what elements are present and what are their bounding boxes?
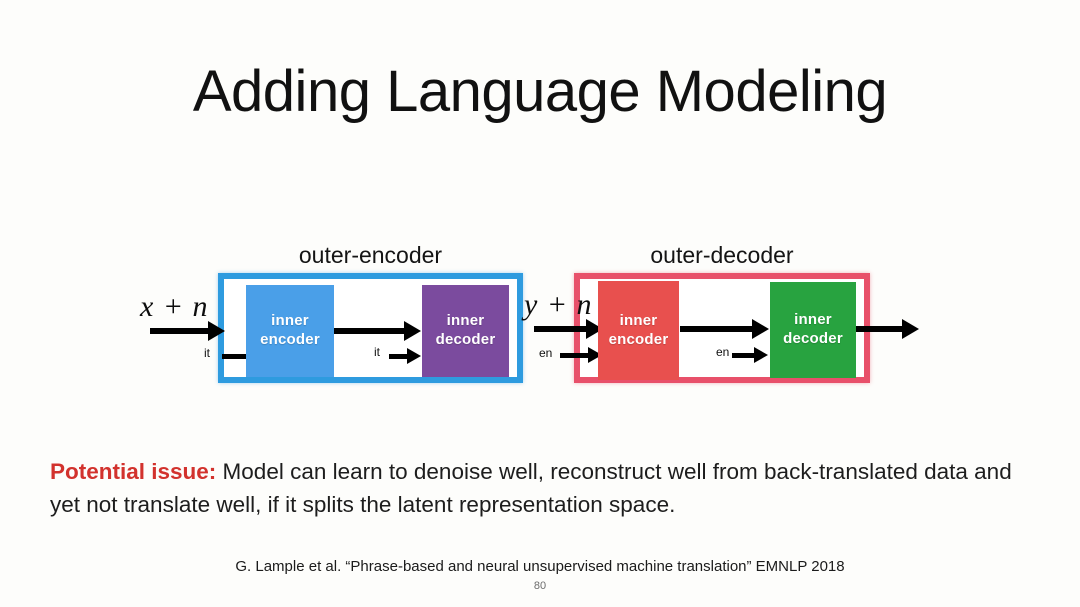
inner-decoder-left-line2: decoder <box>435 331 496 348</box>
input-label-y-plus-n: y + n <box>524 288 593 321</box>
token-label-en-mid: en <box>716 345 730 359</box>
outer-encoder-label: outer-encoder <box>298 242 443 268</box>
body-paragraph: Potential issue: Model can learn to deno… <box>50 455 1040 521</box>
inner-encoder-right-line1: inner <box>619 311 658 329</box>
inner-encoder-right-line2: encoder <box>608 330 669 348</box>
inner-decoder-right-line2: decoder <box>783 330 843 347</box>
inner-decoder-left-line1: inner <box>446 312 485 330</box>
inner-decoder-box-right: inner decoder <box>770 282 856 378</box>
inner-encoder-box-left: inner encoder <box>246 285 334 377</box>
inner-encoder-left-line1: inner <box>271 312 309 330</box>
input-label-x-plus-n: x + n <box>140 290 209 323</box>
token-label-en-input: en <box>539 346 553 360</box>
body-paragraph-text: Model can learn to denoise well, reconst… <box>50 459 1012 517</box>
inner-encoder-left-line2: encoder <box>260 331 320 348</box>
token-label-it-input: it <box>204 346 210 360</box>
outer-decoder-label: outer-decoder <box>650 242 794 268</box>
citation-text: G. Lample et al. “Phrase-based and neura… <box>235 558 845 575</box>
architecture-diagram: outer-encoder outer-decoder <box>0 230 1080 405</box>
page-title: Adding Language Modeling <box>192 59 888 124</box>
inner-decoder-box-left: inner decoder <box>422 285 509 377</box>
page-number: 80 <box>533 580 547 592</box>
token-label-it-mid: it <box>374 345 380 359</box>
inner-decoder-right-line1: inner <box>794 311 832 329</box>
inner-encoder-box-right: inner encoder <box>598 281 679 380</box>
potential-issue-highlight: Potential issue: <box>50 459 217 484</box>
